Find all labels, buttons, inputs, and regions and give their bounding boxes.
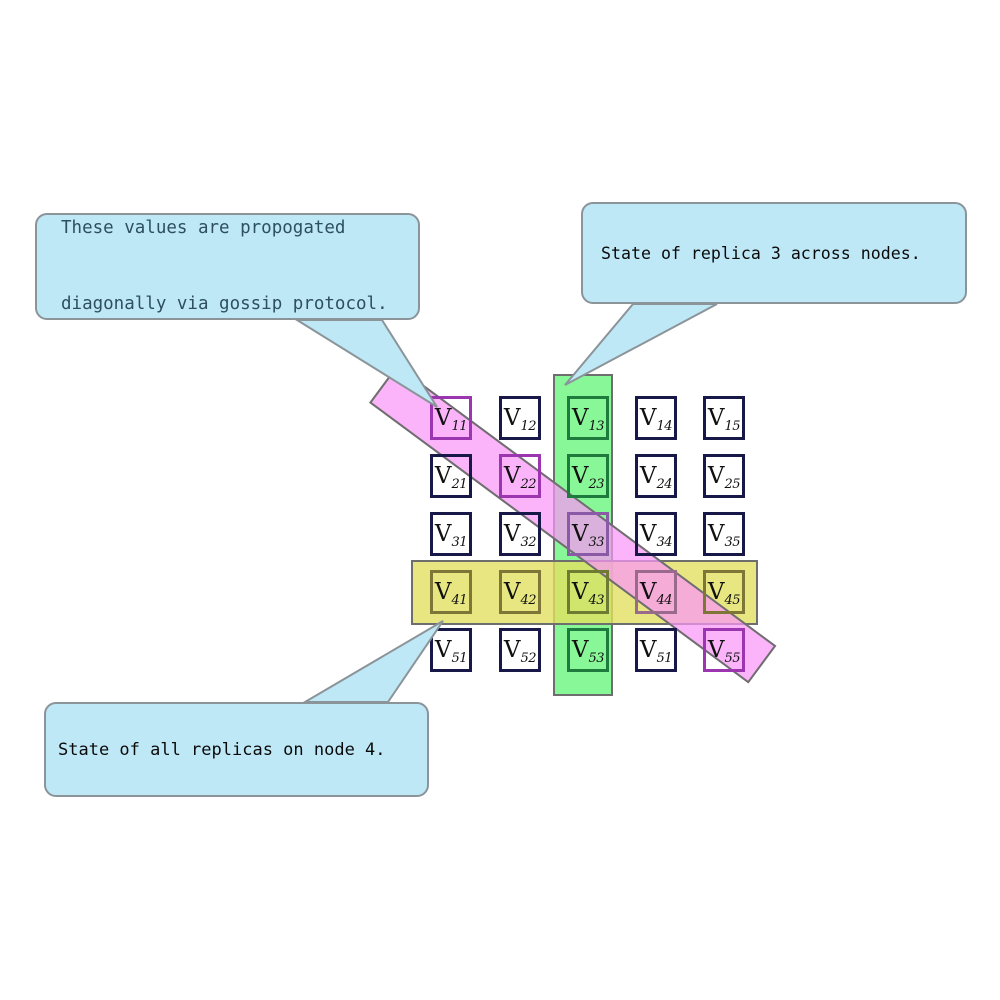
- callout-node4-state[interactable]: State of all replicas on node 4.: [44, 702, 429, 797]
- matrix-cell-v35[interactable]: V35: [703, 512, 745, 556]
- cell-base: V: [434, 578, 452, 605]
- cell-base: V: [503, 578, 521, 605]
- cell-base: V: [434, 520, 452, 547]
- matrix-cell-v45[interactable]: V45: [703, 570, 745, 614]
- cell-base: V: [707, 636, 725, 663]
- matrix-cell-v41[interactable]: V41: [430, 570, 472, 614]
- cell-subscript: 14: [656, 418, 673, 434]
- cell-subscript: 15: [724, 418, 741, 434]
- cell-subscript: 52: [520, 650, 537, 666]
- cell-base: V: [571, 520, 589, 547]
- cell-base: V: [571, 462, 589, 489]
- matrix-cell-v21[interactable]: V21: [430, 454, 472, 498]
- cell-base: V: [503, 404, 521, 431]
- cell-subscript: 23: [588, 476, 605, 492]
- callout-replica3-line1: State of replica 3 across nodes.: [601, 243, 921, 263]
- cell-subscript: 32: [520, 534, 537, 550]
- matrix-cell-v55[interactable]: V55: [703, 628, 745, 672]
- cell-subscript: 51: [656, 650, 673, 666]
- cell-base: V: [503, 462, 521, 489]
- matrix-cell-v54[interactable]: V51: [635, 628, 677, 672]
- cell-subscript: 45: [724, 592, 741, 608]
- matrix-cell-v34[interactable]: V34: [635, 512, 677, 556]
- matrix-cell-v24[interactable]: V24: [635, 454, 677, 498]
- matrix-cell-v53[interactable]: V53: [567, 628, 609, 672]
- callout-gossip-line2: diagonally via gossip protocol.: [61, 293, 388, 314]
- cell-subscript: 25: [724, 476, 741, 492]
- cell-subscript: 12: [520, 418, 537, 434]
- cell-subscript: 31: [451, 534, 468, 550]
- cell-subscript: 43: [588, 592, 605, 608]
- cell-subscript: 21: [451, 476, 468, 492]
- cell-subscript: 34: [656, 534, 673, 550]
- cell-base: V: [707, 520, 725, 547]
- cell-base: V: [639, 636, 657, 663]
- cell-base: V: [639, 404, 657, 431]
- matrix-cell-v15[interactable]: V15: [703, 396, 745, 440]
- matrix-cell-v42[interactable]: V42: [499, 570, 541, 614]
- matrix-cell-v22[interactable]: V22: [499, 454, 541, 498]
- cell-base: V: [503, 636, 521, 663]
- cell-subscript: 24: [656, 476, 673, 492]
- cell-base: V: [434, 404, 452, 431]
- cell-subscript: 41: [451, 592, 468, 608]
- matrix-cell-v25[interactable]: V25: [703, 454, 745, 498]
- matrix-cell-v13[interactable]: V13: [567, 396, 609, 440]
- cell-base: V: [571, 404, 589, 431]
- matrix-cell-v43[interactable]: V43: [567, 570, 609, 614]
- callout-node4-line1: State of all replicas on node 4.: [58, 739, 386, 760]
- matrix-cell-v52[interactable]: V52: [499, 628, 541, 672]
- matrix-cell-v11[interactable]: V11: [430, 396, 472, 440]
- cell-base: V: [639, 520, 657, 547]
- matrix-cell-v23[interactable]: V23: [567, 454, 609, 498]
- cell-base: V: [503, 520, 521, 547]
- cell-base: V: [639, 578, 657, 605]
- cell-subscript: 44: [656, 592, 673, 608]
- cell-subscript: 22: [520, 476, 537, 492]
- cell-base: V: [434, 636, 452, 663]
- matrix-cell-v14[interactable]: V14: [635, 396, 677, 440]
- matrix-cell-v44[interactable]: V44: [635, 570, 677, 614]
- cell-base: V: [707, 404, 725, 431]
- matrix-cell-v51[interactable]: V51: [430, 628, 472, 672]
- cell-base: V: [571, 636, 589, 663]
- cell-subscript: 33: [588, 534, 605, 550]
- callout-gossip-line1: These values are propogated: [61, 217, 346, 238]
- cell-base: V: [707, 578, 725, 605]
- cell-subscript: 11: [451, 418, 468, 434]
- matrix-cell-v12[interactable]: V12: [499, 396, 541, 440]
- cell-subscript: 53: [588, 650, 605, 666]
- callout-replica3-state[interactable]: State of replica 3 across nodes.: [581, 202, 967, 304]
- cell-subscript: 42: [520, 592, 537, 608]
- cell-base: V: [707, 462, 725, 489]
- cell-base: V: [571, 578, 589, 605]
- matrix-cell-v31[interactable]: V31: [430, 512, 472, 556]
- matrix-cell-v32[interactable]: V32: [499, 512, 541, 556]
- cell-subscript: 55: [724, 650, 741, 666]
- cell-subscript: 35: [724, 534, 741, 550]
- cell-subscript: 13: [588, 418, 605, 434]
- cell-subscript: 51: [451, 650, 468, 666]
- cell-base: V: [639, 462, 657, 489]
- matrix-cell-v33[interactable]: V33: [567, 512, 609, 556]
- callout-gossip-protocol[interactable]: These values are propogated diagonally v…: [35, 213, 420, 320]
- cell-base: V: [434, 462, 452, 489]
